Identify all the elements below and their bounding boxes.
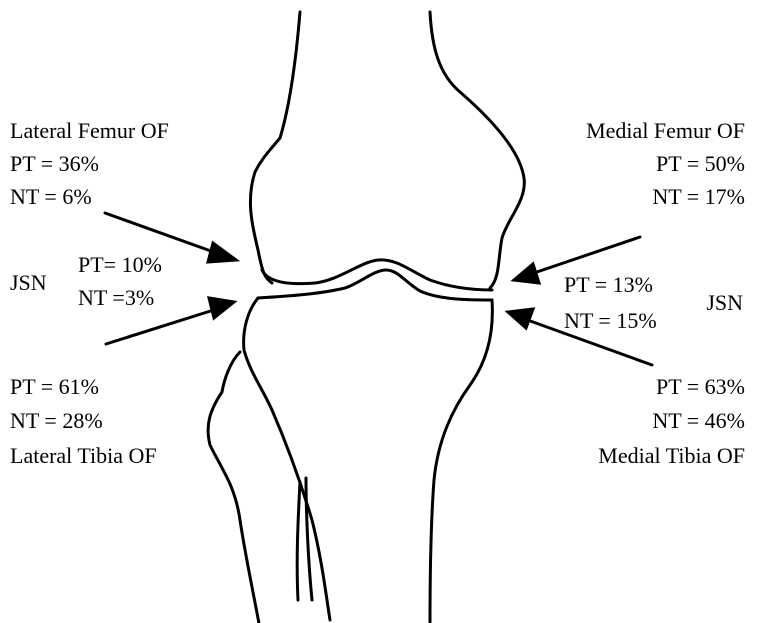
arrow-medial-femur [528, 237, 640, 275]
arrow-lateral-femur-head [208, 243, 236, 262]
tibia-plateau-line [258, 270, 492, 300]
tibia-outline-left [244, 298, 330, 620]
medial-femur-nt: NT = 17% [652, 184, 745, 210]
medial-tibia-nt: NT = 46% [652, 408, 745, 434]
jsn-right-title: JSN [706, 290, 743, 316]
femur-condyle-line [262, 260, 492, 290]
arrow-lateral-tibia [106, 308, 220, 344]
medial-femur-pt: PT = 50% [656, 151, 745, 177]
jsn-left-pt: PT= 10% [78, 252, 162, 278]
lateral-tibia-title: Lateral Tibia OF [10, 443, 157, 469]
femur-outline-left [250, 12, 300, 283]
arrow-lateral-femur [105, 213, 222, 255]
lateral-tibia-pt: PT = 61% [10, 374, 99, 400]
arrow-medial-tibia-head [508, 309, 533, 328]
fibula-outline-inner [297, 482, 300, 600]
fibula-outline-outer [208, 352, 262, 623]
lateral-femur-title: Lateral Femur OF [10, 118, 169, 144]
lateral-femur-nt: NT = 6% [10, 184, 92, 210]
arrow-medial-femur-head [514, 264, 539, 283]
femur-outline-right [430, 12, 524, 288]
jsn-right-nt: NT = 15% [564, 308, 657, 334]
jsn-left-nt: NT =3% [78, 285, 154, 311]
arrow-lateral-tibia-head [209, 298, 234, 318]
fibula-outline-inner-2 [306, 478, 312, 600]
jsn-right-pt: PT = 13% [564, 272, 653, 298]
medial-tibia-title: Medial Tibia OF [598, 443, 745, 469]
tibia-outline-right [430, 300, 492, 622]
medial-femur-title: Medial Femur OF [586, 118, 745, 144]
medial-tibia-pt: PT = 63% [656, 374, 745, 400]
jsn-left-title: JSN [10, 270, 47, 296]
lateral-tibia-nt: NT = 28% [10, 408, 103, 434]
lateral-femur-pt: PT = 36% [10, 151, 99, 177]
